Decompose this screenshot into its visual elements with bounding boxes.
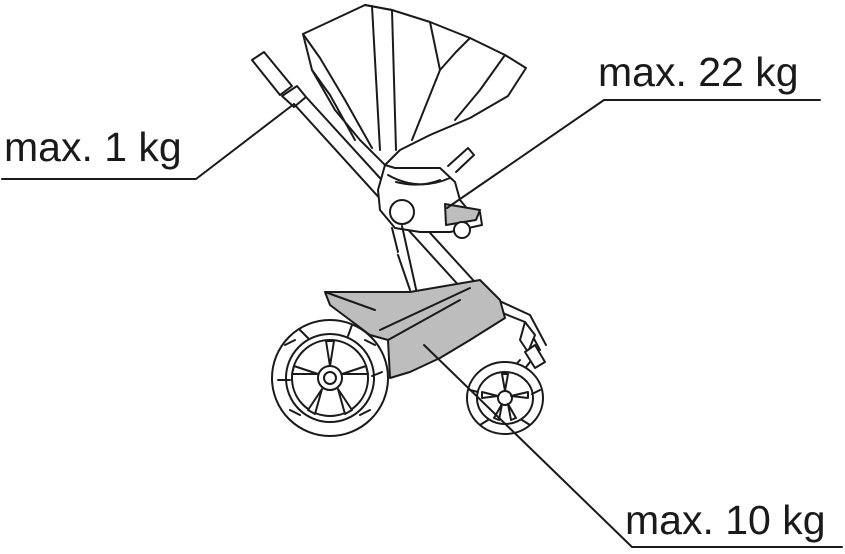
leader-lines — [1, 99, 843, 548]
canopy — [302, 4, 527, 166]
seat-max-load-label: max. 22 kg — [598, 49, 799, 95]
leader-line-seat — [446, 99, 821, 209]
handle-max-load-label: max. 1 kg — [4, 124, 182, 170]
basket — [324, 279, 506, 379]
leader-line-basket — [423, 344, 843, 548]
rear-wheel — [271, 319, 389, 437]
leader-line-handle — [1, 103, 295, 180]
basket-max-load-label: max. 10 kg — [625, 497, 826, 543]
seat-body — [377, 147, 483, 239]
